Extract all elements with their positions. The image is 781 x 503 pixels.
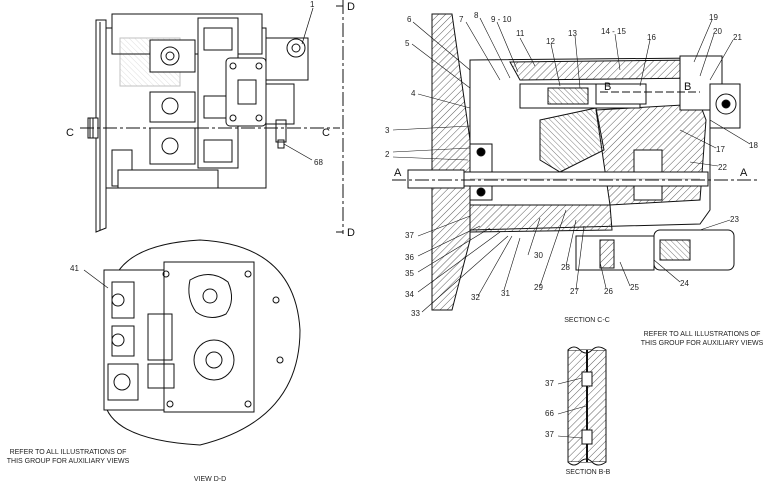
callout-12: 12 xyxy=(546,37,555,46)
section-label-d-top: D xyxy=(347,1,355,13)
callout-11: 11 xyxy=(516,29,525,38)
callout-18: 18 xyxy=(749,141,758,150)
callout-1: 1 xyxy=(310,0,315,9)
callout-30: 30 xyxy=(534,251,543,260)
note-left-line2: THIS GROUP FOR AUXILIARY VIEWS xyxy=(7,458,130,465)
section-bb-caption: SECTION B-B xyxy=(566,469,611,476)
callout-6: 6 xyxy=(407,15,412,24)
note-right-line1: REFER TO ALL ILLUSTRATIONS OF xyxy=(644,331,761,338)
callout-33: 33 xyxy=(411,309,420,318)
section-cc-caption: SECTION C-C xyxy=(564,317,610,324)
pump-end-view xyxy=(103,239,301,446)
section-label-b-left: B xyxy=(604,81,611,93)
callout-19: 19 xyxy=(709,13,718,22)
callout-14-15: 14 - 15 xyxy=(601,27,626,36)
section-label-d-bottom: D xyxy=(347,227,355,239)
callout-13: 13 xyxy=(568,29,577,38)
section-label-a-left: A xyxy=(394,167,402,179)
callout-29: 29 xyxy=(534,283,543,292)
section-label-b-right: B xyxy=(684,81,691,93)
callout-8: 8 xyxy=(474,11,479,20)
callout-37: 37 xyxy=(405,231,414,240)
section-label-a-right: A xyxy=(740,167,748,179)
section-label-c-right: C xyxy=(322,127,330,139)
callout-5: 5 xyxy=(405,39,410,48)
section-cc-drawing xyxy=(407,13,741,311)
callout-66: 66 xyxy=(545,409,554,418)
callout-31: 31 xyxy=(501,289,510,298)
callout-27: 27 xyxy=(570,287,579,296)
section-cc-leaders xyxy=(392,17,751,313)
callout-4: 4 xyxy=(411,89,416,98)
callout-16: 16 xyxy=(647,33,656,42)
section-label-c-left: C xyxy=(66,127,74,139)
note-right-line2: THIS GROUP FOR AUXILIARY VIEWS xyxy=(641,340,764,347)
section-bb-drawing xyxy=(567,346,607,466)
note-left-line1: REFER TO ALL ILLUSTRATIONS OF xyxy=(10,449,127,456)
callout-17: 17 xyxy=(716,145,725,154)
callout-37-bb-bottom: 37 xyxy=(545,430,554,439)
callout-25: 25 xyxy=(630,283,639,292)
view-dd-caption: VIEW D-D xyxy=(194,476,226,483)
callout-7: 7 xyxy=(459,15,464,24)
callout-2: 2 xyxy=(385,150,390,159)
callout-9-10: 9 - 10 xyxy=(491,15,512,24)
callout-41: 41 xyxy=(70,264,79,273)
callout-68: 68 xyxy=(314,158,323,167)
callout-20: 20 xyxy=(713,27,722,36)
callout-28: 28 xyxy=(561,263,570,272)
callout-21: 21 xyxy=(733,33,742,42)
callout-3: 3 xyxy=(385,126,390,135)
callout-35: 35 xyxy=(405,269,414,278)
callout-24: 24 xyxy=(680,279,689,288)
callout-26: 26 xyxy=(604,287,613,296)
callout-37-bb-top: 37 xyxy=(545,379,554,388)
callout-22: 22 xyxy=(718,163,727,172)
callout-36: 36 xyxy=(405,253,414,262)
callout-23: 23 xyxy=(730,215,739,224)
callout-32: 32 xyxy=(471,293,480,302)
callout-34: 34 xyxy=(405,290,414,299)
pump-side-view xyxy=(87,13,309,233)
